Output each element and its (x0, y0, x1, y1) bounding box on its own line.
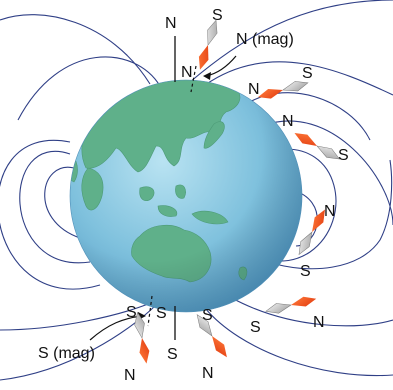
compass-r2-n: N (282, 113, 294, 130)
compass-bottom-n: N (124, 367, 136, 384)
compass-r5 (196, 314, 227, 358)
field-line (229, 296, 393, 327)
field-line (17, 56, 161, 121)
field-line (19, 150, 91, 264)
compass-r4-n: N (313, 314, 325, 331)
compass-r5-n: N (202, 365, 214, 382)
compass-top-s: S (212, 7, 223, 24)
field-line (44, 166, 81, 239)
field-line (239, 92, 371, 141)
field-line (267, 159, 393, 270)
north-mag-label: N (mag) (236, 31, 294, 48)
magnetic-axis (147, 65, 197, 327)
compass-top (198, 19, 218, 70)
south-mag-pole-label: S (156, 305, 167, 322)
compass-r1 (258, 81, 309, 99)
south-axis-label: S (167, 346, 178, 363)
south-mag-label: S (mag) (38, 345, 95, 362)
field-line (189, 0, 393, 83)
compass-r2 (294, 133, 341, 160)
earth-globe (69, 79, 303, 313)
compass-r3-s: S (300, 263, 311, 280)
compass-r5-s: S (202, 307, 213, 324)
field-line (0, 303, 149, 331)
compass-r1-s: S (302, 65, 313, 82)
n-mag-arrowhead (203, 72, 211, 80)
field-line (0, 139, 101, 290)
compass-bottom-s: S (126, 304, 137, 321)
text-labels: N N N (mag) S S S (mag) S N S N S N S N … (38, 7, 349, 384)
compass-r4-s: S (250, 319, 261, 336)
compass-r3 (298, 209, 325, 256)
north-mag-pole-label: N (181, 64, 193, 81)
field-line (271, 148, 337, 262)
field-line (204, 307, 393, 377)
compass-r4 (265, 296, 317, 314)
compass-r3-n: N (324, 203, 336, 220)
field-line (0, 14, 151, 85)
field-line (204, 61, 393, 96)
compass-needles (134, 19, 341, 364)
north-axis-label: N (165, 15, 177, 32)
compass-r2-s: S (338, 147, 349, 164)
compass-r1-n: N (248, 81, 260, 98)
compass-bottom (134, 311, 150, 364)
